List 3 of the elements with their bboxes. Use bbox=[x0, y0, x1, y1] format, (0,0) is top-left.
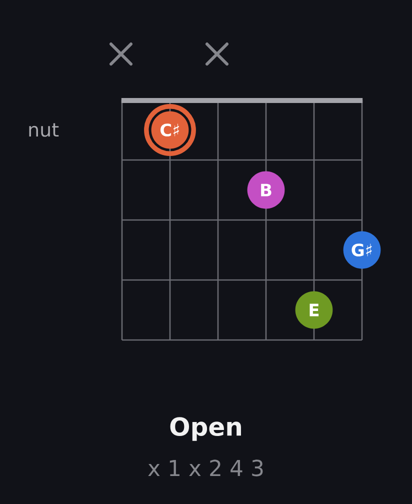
chord-title: Open bbox=[170, 417, 241, 441]
nut-label: nut bbox=[29, 123, 59, 137]
fingering-text: x 1 x 2 4 3 bbox=[148, 460, 263, 476]
